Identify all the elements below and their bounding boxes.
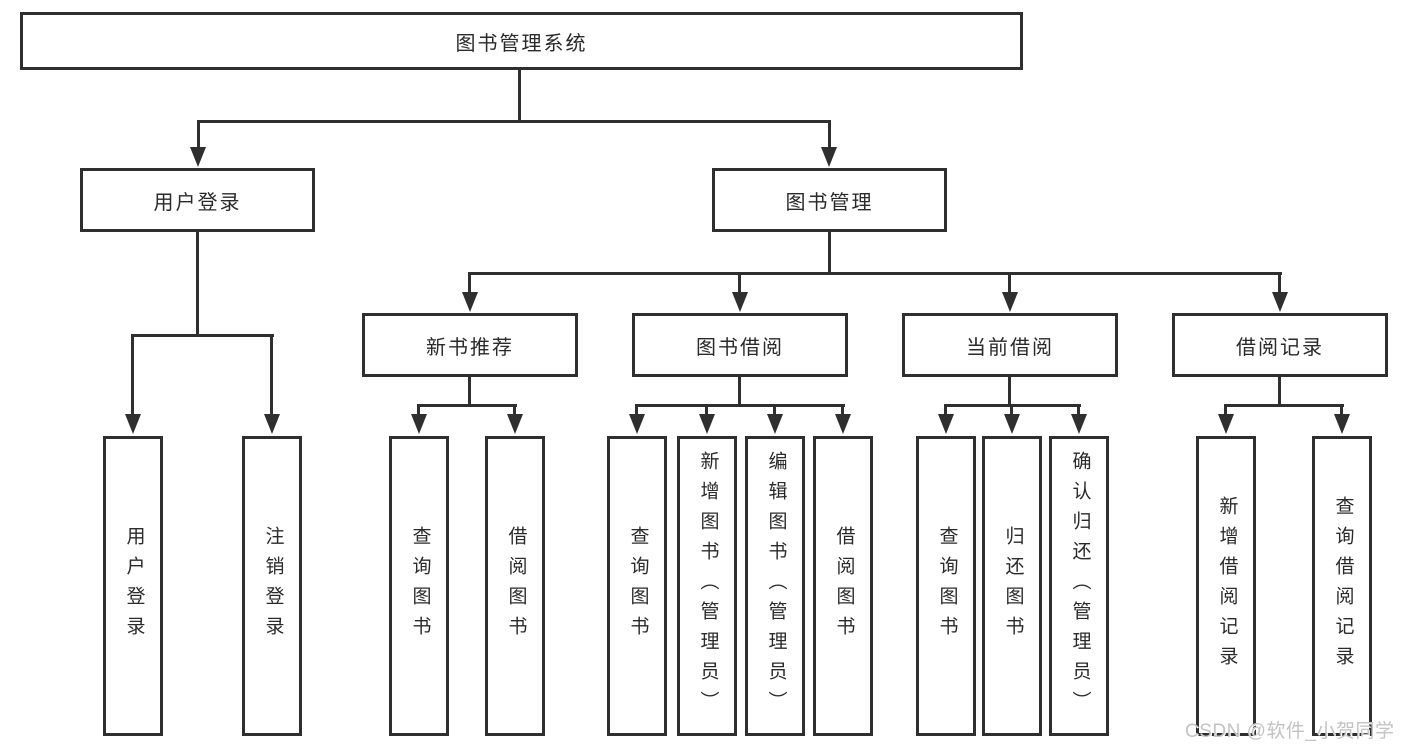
leaf-label: 查询图书 [936, 526, 958, 646]
leaf-bb-query-books: 查询图书 [607, 436, 667, 736]
leaf-cb-query-books: 查询图书 [916, 436, 976, 736]
connector-to-book-mgmt [828, 120, 831, 150]
node-label: 用户登录 [153, 191, 242, 214]
leaf-label: 查询图书 [409, 526, 431, 646]
connector-br-stem [1278, 377, 1281, 407]
arrow-down-cb-confirm [1071, 414, 1087, 434]
arrow-down-logout-leaf [264, 414, 280, 434]
connector-userlogin-stem [196, 232, 199, 337]
node-user-login: 用户登录 [80, 168, 315, 232]
node-book-borrow: 图书借阅 [632, 313, 848, 377]
connector-to-login-leaf [131, 334, 134, 416]
leaf-label: 归还图书 [1002, 526, 1024, 646]
arrow-down-new-book-rec [462, 292, 478, 312]
arrow-down-book-mgmt [821, 147, 837, 167]
leaf-br-query-record: 查询借阅记录 [1312, 436, 1372, 736]
connector-bb-hline [635, 404, 845, 407]
node-label: 借阅记录 [1236, 336, 1324, 359]
node-label: 图书管理系统 [455, 32, 588, 55]
node-new-book-recommend: 新书推荐 [362, 313, 578, 377]
leaf-cb-return-books: 归还图书 [982, 436, 1042, 736]
connector-bookmgmt-hline [468, 272, 1282, 275]
connector-cb-stem [1008, 377, 1011, 407]
connector-cb-leaf2 [1010, 404, 1013, 417]
leaf-label: 注销登录 [262, 526, 284, 646]
connector-nbr-leaf1 [417, 404, 420, 417]
arrow-down-cb-query [938, 414, 954, 434]
arrow-down-cb-return [1004, 414, 1020, 434]
connector-to-book-borrow [738, 272, 741, 295]
leaf-label: 查询图书 [627, 526, 649, 646]
leaf-bb-borrow-books: 借阅图书 [813, 436, 873, 736]
connector-bb-leaf4 [841, 404, 844, 417]
leaf-label: 新增图书（管理员） [697, 451, 719, 721]
arrow-down-current-borrow [1002, 292, 1018, 312]
connector-to-new-book-rec [468, 272, 471, 295]
arrow-down-login-leaf [125, 414, 141, 434]
node-label: 新书推荐 [426, 336, 514, 359]
connector-br-leaf2 [1340, 404, 1343, 417]
leaf-nbr-borrow-books: 借阅图书 [485, 436, 545, 736]
leaf-label: 用户登录 [123, 526, 145, 646]
connector-to-borrow-records [1278, 272, 1281, 295]
node-root-library-system: 图书管理系统 [20, 12, 1023, 70]
leaf-logout: 注销登录 [242, 436, 302, 736]
leaf-br-add-record: 新增借阅记录 [1196, 436, 1256, 736]
arrow-down-br-add [1218, 414, 1234, 434]
arrow-down-borrow-records [1272, 292, 1288, 312]
connector-bb-leaf3 [773, 404, 776, 417]
connector-bookmgmt-stem [828, 232, 831, 275]
connector-to-current-borrow [1008, 272, 1011, 295]
leaf-bb-add-books-admin: 新增图书（管理员） [677, 436, 737, 736]
arrow-down-bb-edit [767, 414, 783, 434]
arrow-down-bb-borrow [835, 414, 851, 434]
arrow-down-nbr-borrow [507, 414, 523, 434]
connector-nbr-leaf2 [513, 404, 516, 417]
leaf-cb-confirm-return-admin: 确认归还（管理员） [1049, 436, 1109, 736]
arrow-down-bb-query [629, 414, 645, 434]
leaf-label: 编辑图书（管理员） [765, 451, 787, 721]
leaf-nbr-query-books: 查询图书 [389, 436, 449, 736]
node-label: 当前借阅 [966, 336, 1054, 359]
leaf-label: 借阅图书 [505, 526, 527, 646]
leaf-bb-edit-books-admin: 编辑图书（管理员） [745, 436, 805, 736]
leaf-user-login: 用户登录 [103, 436, 163, 736]
connector-br-hline [1224, 404, 1344, 407]
connector-nbr-hline [417, 404, 517, 407]
arrow-down-book-borrow [732, 292, 748, 312]
connector-bb-stem [738, 377, 741, 407]
connector-br-leaf1 [1224, 404, 1227, 417]
leaf-label: 借阅图书 [833, 526, 855, 646]
node-label: 图书管理 [785, 191, 874, 214]
connector-bb-leaf1 [635, 404, 638, 417]
node-borrow-records: 借阅记录 [1172, 313, 1388, 377]
connector-to-logout-leaf [270, 334, 273, 416]
arrow-down-nbr-query [411, 414, 427, 434]
connector-cb-leaf3 [1077, 404, 1080, 417]
node-label: 图书借阅 [696, 336, 784, 359]
connector-userlogin-hline [131, 334, 274, 337]
connector-to-user-login [197, 120, 200, 150]
arrow-down-br-query [1334, 414, 1350, 434]
leaf-label: 新增借阅记录 [1216, 496, 1238, 676]
connector-root-hline [197, 120, 831, 123]
csdn-watermark: CSDN @软件_小贺同学 [1185, 721, 1395, 742]
arrow-down-user-login [190, 147, 206, 167]
connector-nbr-stem [468, 377, 471, 407]
connector-cb-leaf1 [944, 404, 947, 417]
connector-root-stem [518, 70, 521, 122]
node-book-management: 图书管理 [712, 168, 947, 232]
connector-bb-leaf2 [705, 404, 708, 417]
leaf-label: 查询借阅记录 [1332, 496, 1354, 676]
leaf-label: 确认归还（管理员） [1069, 451, 1091, 721]
arrow-down-bb-add [699, 414, 715, 434]
node-current-borrow: 当前借阅 [902, 313, 1118, 377]
